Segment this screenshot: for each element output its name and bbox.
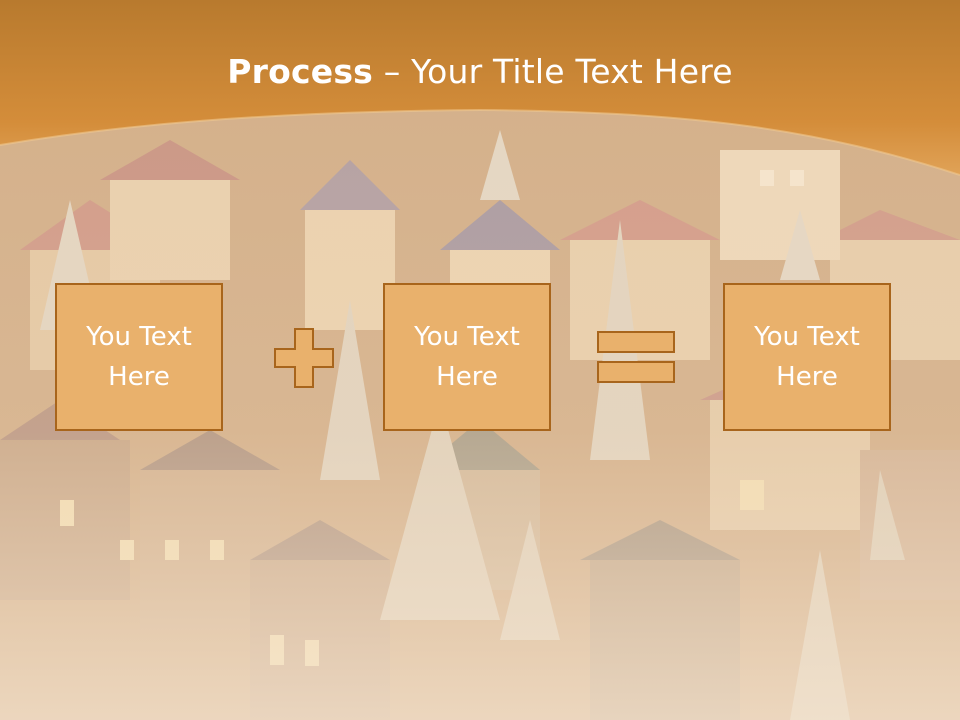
process-box-1-text: You Text Here [86, 322, 192, 392]
process-box-1: You Text Here [55, 283, 223, 431]
plus-icon [274, 328, 334, 388]
title-banner [0, 0, 960, 176]
process-box-2-text: You Text Here [414, 322, 520, 392]
process-box-3: You Text Here [723, 283, 891, 431]
equals-icon [597, 331, 675, 383]
title-rest-text: – Your Title Text Here [373, 52, 733, 91]
process-box-2: You Text Here [383, 283, 551, 431]
page-title: Process – Your Title Text Here [0, 52, 960, 91]
title-bold-word: Process [227, 52, 374, 91]
process-box-3-text: You Text Here [754, 322, 860, 392]
